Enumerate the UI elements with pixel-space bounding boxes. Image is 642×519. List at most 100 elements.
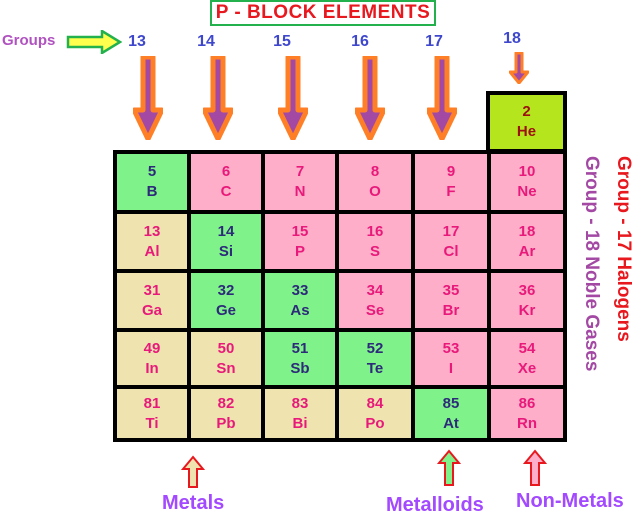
halogens-label: Group - 17 Halogens: [613, 156, 634, 342]
element-number: 54: [518, 339, 536, 357]
groups-label: Groups: [2, 32, 56, 49]
group-number-18: 18: [503, 30, 521, 47]
element-symbol: Cl: [443, 242, 459, 260]
page-title: P - BLOCK ELEMENTS: [210, 0, 436, 26]
right-arrow-icon: [66, 30, 122, 54]
element-symbol: F: [446, 183, 456, 200]
element-symbol: Sb: [290, 359, 310, 377]
element-number: 85: [442, 394, 460, 412]
element-number: 14: [217, 222, 235, 240]
legend-metalloids: Metalloids: [386, 494, 484, 516]
down-arrow-icon: [278, 56, 308, 140]
element-symbol: At: [443, 414, 459, 432]
down-arrow-icon: [509, 52, 529, 84]
element-symbol: I: [448, 359, 454, 377]
element-symbol: Ga: [141, 301, 162, 319]
element-number: 15: [291, 222, 309, 240]
element-number: 81: [143, 394, 161, 412]
element-number: 86: [518, 394, 536, 412]
element-symbol: P: [294, 242, 305, 260]
element-symbol: N: [294, 183, 306, 200]
element-symbol: O: [369, 183, 381, 200]
element-number: 36: [518, 281, 536, 299]
element-symbol: Si: [218, 242, 234, 260]
element-number: 18: [518, 222, 536, 240]
element-number: 50: [217, 339, 235, 357]
element-symbol: Bi: [292, 414, 308, 432]
element-number: 31: [143, 281, 161, 299]
element-number: 49: [143, 339, 161, 357]
group-number-13: 13: [128, 33, 146, 50]
down-arrow-icon: [133, 56, 163, 140]
group-number-17: 17: [425, 33, 443, 50]
element-number: 33: [291, 281, 309, 299]
element-number: 2: [522, 103, 531, 120]
element-number: 52: [366, 339, 384, 357]
group-number-15: 15: [273, 33, 291, 50]
element-symbol: Xe: [517, 359, 537, 377]
element-number: 17: [442, 222, 460, 240]
element-number: 53: [442, 339, 460, 357]
element-symbol: C: [220, 183, 232, 200]
element-symbol: S: [369, 242, 380, 260]
group-number-16: 16: [351, 33, 369, 50]
element-number: 7: [295, 163, 305, 180]
down-arrow-icon: [203, 56, 233, 140]
element-symbol: Ar: [518, 242, 536, 260]
element-symbol: Ge: [215, 301, 236, 319]
element-symbol: Ne: [517, 183, 537, 200]
element-number: 35: [442, 281, 460, 299]
element-number: 9: [446, 163, 456, 180]
element-number: 10: [518, 163, 536, 180]
element-symbol: He: [516, 123, 537, 140]
element-cell-he: 2 He: [490, 95, 563, 149]
element-number: 32: [217, 281, 235, 299]
element-number: 83: [291, 394, 309, 412]
down-arrow-icon: [355, 56, 385, 140]
legend-nonmetals: Non-Metals: [516, 490, 624, 512]
element-number: 51: [291, 339, 309, 357]
nonmetals-arrow-icon: [523, 449, 547, 486]
metalloids-arrow-icon: [437, 449, 461, 486]
element-number: 84: [366, 394, 384, 412]
element-symbol: Se: [365, 301, 385, 319]
element-number: 13: [143, 222, 161, 240]
element-symbol: Sn: [216, 359, 236, 377]
helium-frame: 2 He: [486, 91, 567, 153]
element-number: 8: [370, 163, 380, 180]
element-symbol: Te: [366, 359, 384, 377]
legend-metals: Metals: [162, 492, 225, 514]
element-number: 82: [217, 394, 235, 412]
element-symbol: Kr: [518, 301, 536, 319]
element-symbol: In: [145, 359, 159, 377]
metals-arrow-icon: [181, 455, 205, 488]
element-symbol: Po: [365, 414, 385, 432]
element-symbol: As: [290, 301, 310, 319]
element-number: 6: [221, 163, 231, 180]
